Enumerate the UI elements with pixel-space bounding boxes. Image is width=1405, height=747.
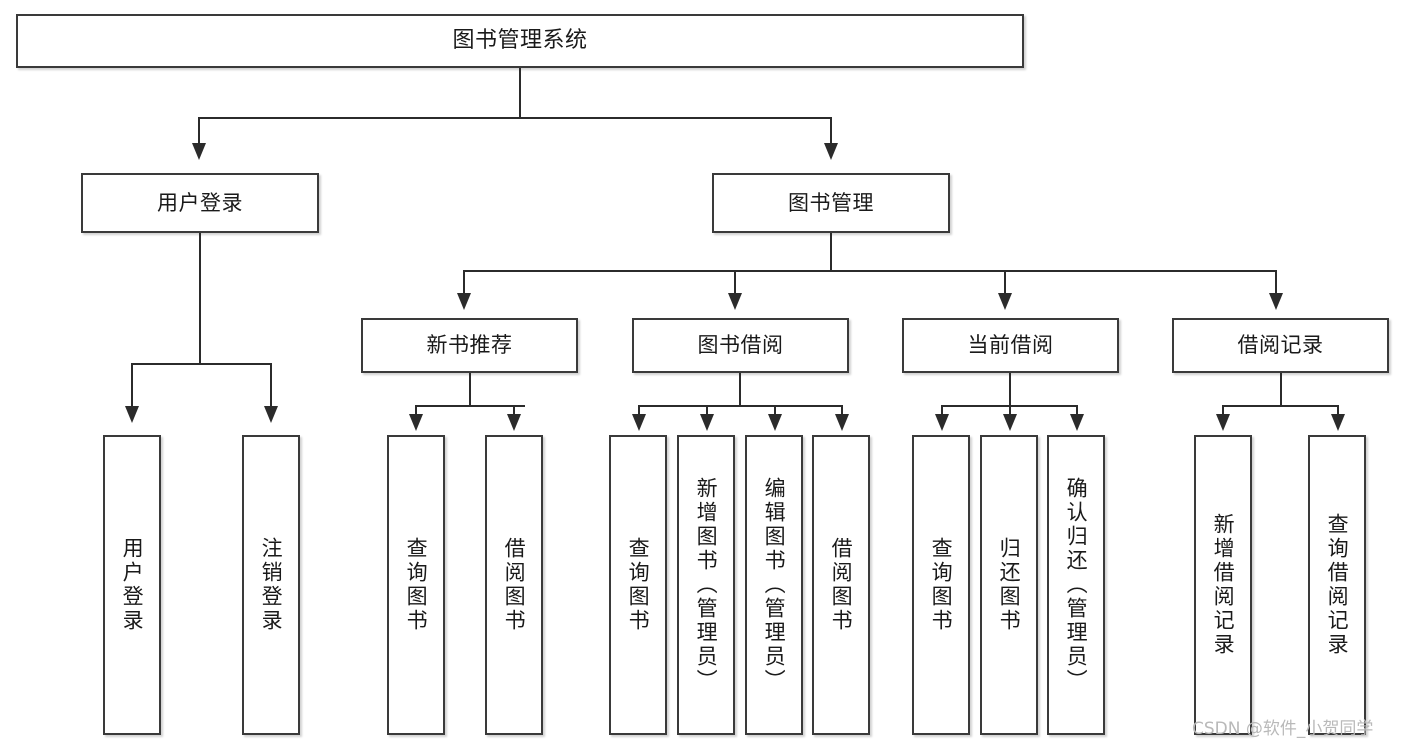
node-label: 确认归还（管理员）: [1064, 477, 1089, 693]
node-leaf-borrow-book-new[interactable]: 借阅图书: [485, 435, 543, 735]
node-label: 图书管理系统: [452, 28, 588, 54]
node-book-management[interactable]: 图书管理: [712, 173, 950, 233]
node-label: 查询图书: [929, 537, 954, 633]
edge-root-stem: [519, 68, 521, 118]
arrowhead-leaf-add-record: [1216, 414, 1230, 431]
node-leaf-query-book-new[interactable]: 查询图书: [387, 435, 445, 735]
edge-level1-bus: [198, 117, 832, 119]
edge-new-book-bus: [415, 405, 525, 407]
edge-user-login-drop-2: [270, 363, 272, 409]
node-label: 归还图书: [997, 537, 1022, 633]
edge-to-user-login: [198, 117, 200, 147]
node-label: 注销登录: [259, 537, 284, 633]
arrowhead-leaf-return-book: [1003, 414, 1017, 431]
arrowhead-leaf-user-login: [125, 406, 139, 423]
node-label: 图书借阅: [697, 333, 784, 358]
edge-current-borrow-stem: [1009, 373, 1011, 406]
edge-new-book-stem: [469, 373, 471, 406]
edge-current-borrow-drop-3: [1076, 405, 1078, 418]
node-label: 当前借阅: [967, 333, 1054, 358]
node-label: 新增借阅记录: [1211, 513, 1236, 657]
edge-book-borrow-drop-2: [706, 405, 708, 418]
arrowhead-leaf-borrow-book-1: [507, 414, 521, 431]
node-leaf-add-record[interactable]: 新增借阅记录: [1194, 435, 1252, 735]
node-new-book-recommend[interactable]: 新书推荐: [361, 318, 578, 373]
edge-book-management-stem: [830, 233, 832, 271]
node-leaf-user-logout[interactable]: 注销登录: [242, 435, 300, 735]
edge-level2-drop-1: [463, 270, 465, 296]
arrowhead-leaf-query-book-2: [632, 414, 646, 431]
arrowhead-leaf-borrow-book-2: [835, 414, 849, 431]
node-label: 新书推荐: [426, 333, 513, 358]
node-leaf-return-book[interactable]: 归还图书: [980, 435, 1038, 735]
node-label: 图书管理: [788, 190, 874, 215]
node-label: 用户登录: [120, 537, 145, 633]
edge-book-borrow-bus: [638, 405, 843, 407]
edge-user-login-drop-1: [131, 363, 133, 409]
arrowhead-leaf-user-logout: [264, 406, 278, 423]
arrowhead-leaf-add-book: [700, 414, 714, 431]
node-leaf-borrow-book[interactable]: 借阅图书: [812, 435, 870, 735]
edge-borrow-record-stem: [1280, 373, 1282, 406]
edge-book-borrow-drop-3: [774, 405, 776, 418]
edge-borrow-record-drop-1: [1222, 405, 1224, 418]
edge-level2-bus: [463, 270, 1277, 272]
node-root-book-management-system[interactable]: 图书管理系统: [16, 14, 1024, 68]
node-label: 查询借阅记录: [1325, 513, 1350, 657]
arrowhead-leaf-query-book-1: [409, 414, 423, 431]
node-book-borrow[interactable]: 图书借阅: [632, 318, 849, 373]
node-label: 编辑图书（管理员）: [762, 477, 787, 693]
node-leaf-query-record[interactable]: 查询借阅记录: [1308, 435, 1366, 735]
node-label: 查询图书: [626, 537, 651, 633]
edge-to-book-management: [830, 117, 832, 147]
edge-user-login-bus: [131, 363, 271, 365]
edge-user-login-stem: [199, 233, 201, 364]
arrowhead-new-book-recommend: [457, 293, 471, 310]
node-leaf-query-book-borrow[interactable]: 查询图书: [609, 435, 667, 735]
edge-book-borrow-drop-1: [638, 405, 640, 418]
edge-book-borrow-stem: [739, 373, 741, 406]
arrowhead-book-borrow: [728, 293, 742, 310]
arrowhead-leaf-query-book-3: [935, 414, 949, 431]
node-label: 用户登录: [157, 190, 243, 215]
node-leaf-confirm-return[interactable]: 确认归还（管理员）: [1047, 435, 1105, 735]
edge-book-borrow-drop-4: [841, 405, 843, 418]
edge-level2-drop-4: [1275, 270, 1277, 296]
edge-borrow-record-bus: [1222, 405, 1339, 407]
node-borrow-record[interactable]: 借阅记录: [1172, 318, 1389, 373]
arrowhead-leaf-edit-book: [768, 414, 782, 431]
node-label: 借阅图书: [829, 537, 854, 633]
node-label: 借阅记录: [1237, 333, 1324, 358]
edge-current-borrow-drop-2: [1009, 405, 1011, 418]
arrowhead-borrow-record: [1269, 293, 1283, 310]
arrowhead-leaf-confirm-return: [1070, 414, 1084, 431]
node-leaf-edit-book[interactable]: 编辑图书（管理员）: [745, 435, 803, 735]
node-leaf-add-book[interactable]: 新增图书（管理员）: [677, 435, 735, 735]
edge-new-book-drop-2: [513, 405, 515, 418]
arrowhead-leaf-query-record: [1331, 414, 1345, 431]
arrowhead-book-management: [824, 143, 838, 160]
edge-level2-drop-3: [1004, 270, 1006, 296]
node-current-borrow[interactable]: 当前借阅: [902, 318, 1119, 373]
edge-level2-drop-2: [734, 270, 736, 296]
edge-borrow-record-drop-2: [1337, 405, 1339, 418]
edge-new-book-drop-1: [415, 405, 417, 418]
arrowhead-current-borrow: [998, 293, 1012, 310]
node-label: 借阅图书: [502, 537, 527, 633]
node-label: 查询图书: [404, 537, 429, 633]
watermark-credit: CSDN @软件_小贺同学: [1192, 719, 1374, 739]
arrowhead-user-login: [192, 143, 206, 160]
node-leaf-user-login[interactable]: 用户登录: [103, 435, 161, 735]
edge-current-borrow-drop-1: [941, 405, 943, 418]
node-user-login[interactable]: 用户登录: [81, 173, 319, 233]
node-label: 新增图书（管理员）: [694, 477, 719, 693]
node-leaf-query-book-current[interactable]: 查询图书: [912, 435, 970, 735]
